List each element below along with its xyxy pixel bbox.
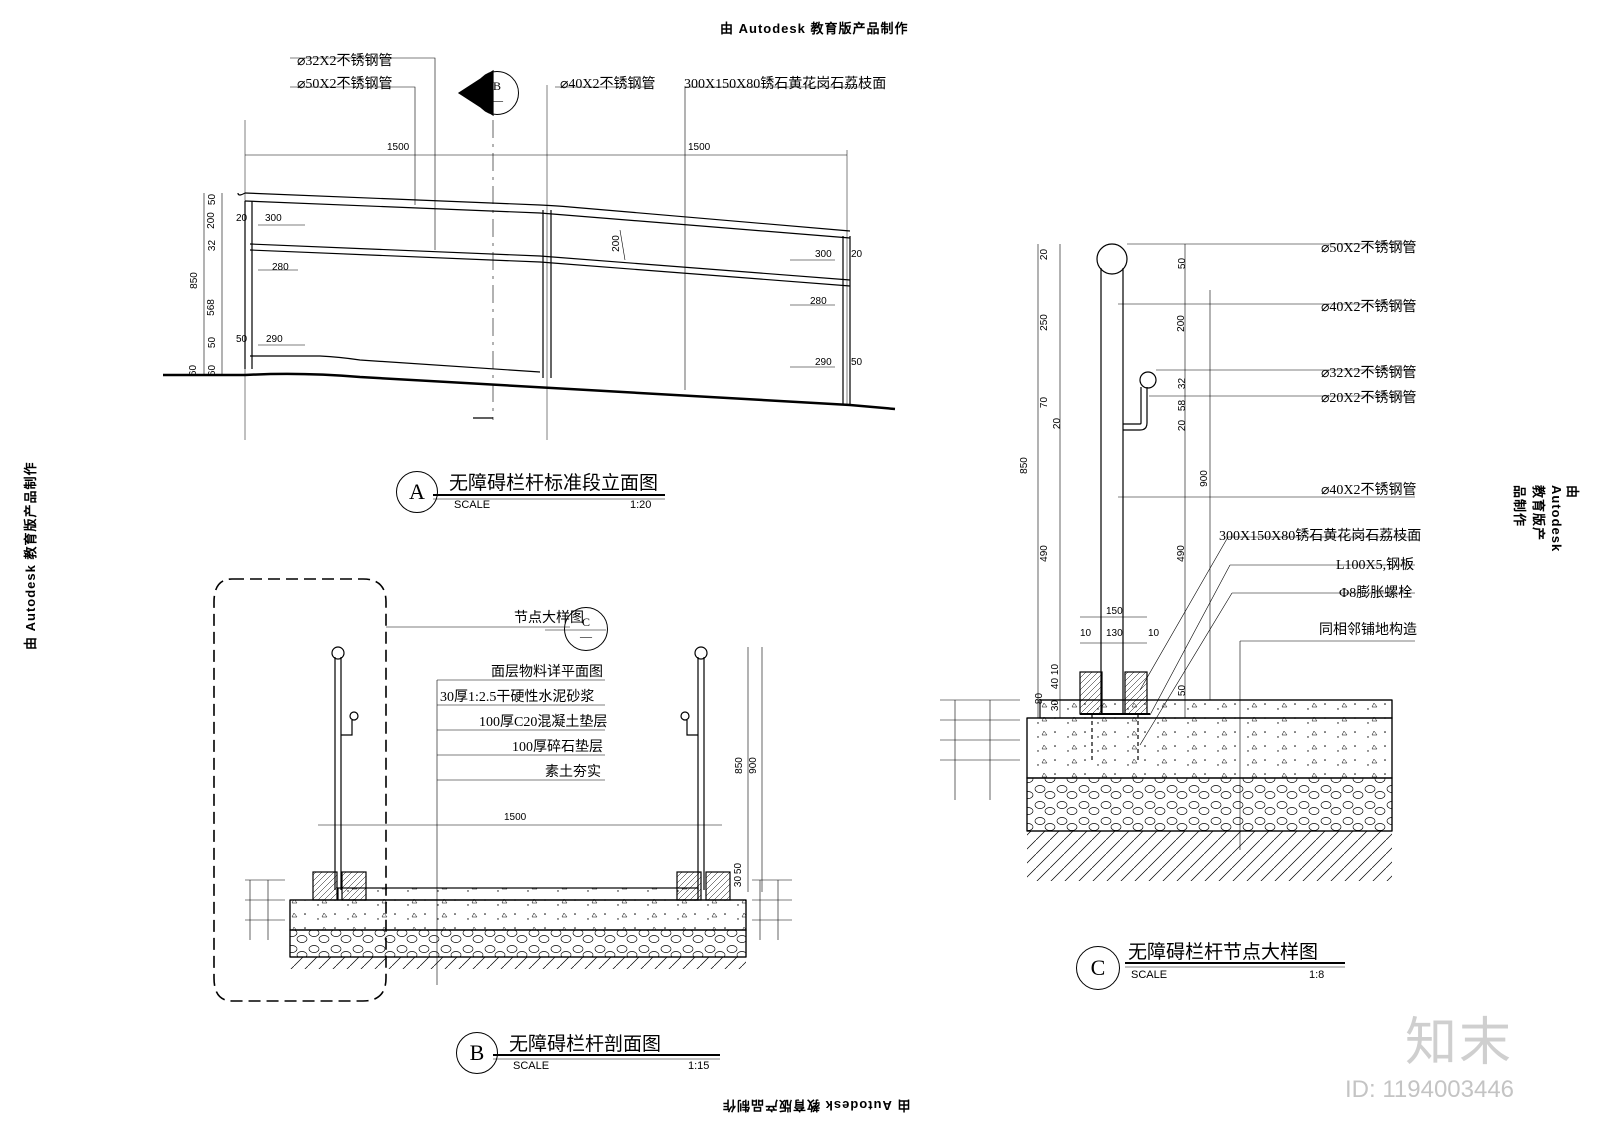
- drawing-a-marker: A: [396, 471, 438, 513]
- drawing-b-marker: B: [456, 1032, 498, 1074]
- drawing-c-title: 无障碍栏杆节点大样图: [1128, 942, 1319, 963]
- drawing-c-marker: C: [1076, 946, 1120, 990]
- b-detail-ref-sub: —: [580, 629, 592, 643]
- a-dim-right-280: 280: [810, 296, 827, 307]
- b-layer-concrete: 100厚C20混凝土垫层: [479, 715, 608, 730]
- c-dim-left-70: 70: [1039, 396, 1051, 409]
- a-callout-50-pipe: ⌀50X2不锈钢管: [297, 77, 393, 92]
- c-dim-850: 850: [1018, 457, 1030, 474]
- drawing-a-scale-value: 1:20: [630, 499, 652, 511]
- c-callout-32-pipe: ⌀32X2不锈钢管: [1321, 366, 1417, 381]
- a-dim-300: 300: [265, 213, 282, 224]
- autodesk-watermark-left: 由 Autodesk 教育版产品制作: [23, 461, 38, 650]
- a-dim-right-20: 20: [851, 249, 863, 260]
- b-dim-900: 900: [747, 757, 759, 774]
- a-dim-850: 850: [188, 272, 200, 289]
- drawing-c-scale-value: 1:8: [1309, 969, 1325, 981]
- b-dim-30: 30: [733, 875, 745, 888]
- c-callout-granite: 300X150X80锈石黄花岗石荔枝面: [1219, 529, 1422, 544]
- a-dim-top-2: 1500: [688, 142, 711, 153]
- a-dim-left-200: 200: [205, 212, 217, 229]
- c-dim-right-490: 490: [1175, 545, 1187, 562]
- c-dim-base-10b: 10: [1148, 628, 1160, 639]
- autodesk-watermark-right: 由 Autodesk 教育版产品制作: [1512, 485, 1580, 553]
- c-dim-left-10: 10: [1050, 663, 1062, 676]
- b-layer-gravel: 100厚碎石垫层: [512, 740, 603, 755]
- autodesk-watermark-top: 由 Autodesk 教育版产品制作: [720, 21, 909, 36]
- c-dim-right-50: 50: [1177, 257, 1189, 270]
- drawing-b-scale-value: 1:15: [688, 1060, 710, 1072]
- b-dim-850: 850: [733, 757, 745, 774]
- section-marker-b: B —: [475, 71, 519, 115]
- b-dim-1500: 1500: [504, 812, 527, 823]
- b-detail-ref-letter: C: [581, 615, 590, 629]
- c-dim-left-250: 250: [1038, 314, 1050, 331]
- brand-logo: 知末: [1405, 1014, 1514, 1072]
- c-dim-left-80: 80: [1034, 692, 1046, 705]
- b-detail-ref-marker: C —: [564, 607, 608, 651]
- c-dim-right-50b: 50: [1177, 684, 1189, 697]
- b-dim-50: 50: [733, 862, 745, 875]
- c-dim-base-130: 130: [1106, 628, 1123, 639]
- a-dim-290: 290: [266, 334, 283, 345]
- c-callout-20-pipe: ⌀20X2不锈钢管: [1321, 391, 1417, 406]
- drawing-a-title: 无障碍栏杆标准段立面图: [449, 473, 659, 494]
- a-dim-right-50: 50: [851, 357, 863, 368]
- c-callout-steel-plate: L100X5,钢板: [1336, 558, 1415, 573]
- c-dim-right-20: 20: [1177, 419, 1189, 432]
- image-id-label: ID: 1194003446: [1345, 1076, 1515, 1103]
- c-callout-anchor-bolt: Φ8膨胀螺栓: [1339, 586, 1413, 601]
- a-callout-40-pipe: ⌀40X2不锈钢管: [560, 77, 656, 92]
- a-dim-left-50: 50: [207, 193, 219, 206]
- c-dim-left-490: 490: [1038, 545, 1050, 562]
- c-dim-right-58: 58: [1177, 399, 1189, 412]
- a-dim-200-mid: 200: [610, 235, 622, 252]
- a-callout-32-pipe: ⌀32X2不锈钢管: [297, 54, 393, 69]
- drawing-c-scale-label: SCALE: [1131, 969, 1168, 981]
- a-dim-right-290: 290: [815, 357, 832, 368]
- drawing-b-scale-label: SCALE: [513, 1060, 550, 1072]
- c-dim-base-10a: 10: [1080, 628, 1092, 639]
- a-dim-left-50b: 50: [207, 336, 219, 349]
- c-dim-900: 900: [1198, 470, 1210, 487]
- c-dim-left-40: 40: [1050, 677, 1062, 690]
- c-callout-40-pipe-top: ⌀40X2不锈钢管: [1321, 300, 1417, 315]
- c-callout-50-pipe: ⌀50X2不锈钢管: [1321, 241, 1417, 256]
- c-callout-40-pipe-low: ⌀40X2不锈钢管: [1321, 483, 1417, 498]
- c-callout-paving: 同相邻铺地构造: [1319, 623, 1417, 638]
- a-dim-20: 20: [236, 213, 248, 224]
- drawing-b-title: 无障碍栏杆剖面图: [509, 1034, 662, 1055]
- a-dim-50: 50: [236, 334, 248, 345]
- b-layer-surface: 面层物料详平面图: [491, 665, 603, 680]
- a-dim-left-60a: 60: [188, 364, 200, 377]
- c-dim-left-20b: 20: [1052, 417, 1064, 430]
- c-dim-left-20a: 20: [1039, 248, 1051, 261]
- a-callout-granite: 300X150X80锈石黄花岗石荔枝面: [684, 77, 887, 92]
- c-dim-right-32: 32: [1177, 377, 1189, 390]
- c-dim-left-30: 30: [1050, 699, 1062, 712]
- a-dim-right-300: 300: [815, 249, 832, 260]
- c-dim-base-150: 150: [1106, 606, 1123, 617]
- a-dim-top-1: 1500: [387, 142, 410, 153]
- a-dim-left-60b: 60: [207, 364, 219, 377]
- b-layer-soil: 素土夯实: [545, 765, 601, 780]
- autodesk-watermark-bottom: 由 Autodesk 教育版产品制作: [722, 1098, 911, 1113]
- a-dim-left-568: 568: [205, 299, 217, 316]
- section-marker-b-letter: B: [492, 79, 501, 93]
- b-layer-mortar: 30厚1:2.5干硬性水泥砂浆: [440, 690, 595, 705]
- c-dim-right-200: 200: [1175, 315, 1187, 332]
- section-marker-b-sub: —: [491, 93, 503, 107]
- a-dim-280: 280: [272, 262, 289, 273]
- a-dim-left-32: 32: [207, 239, 219, 252]
- drawing-a-scale-label: SCALE: [454, 499, 491, 511]
